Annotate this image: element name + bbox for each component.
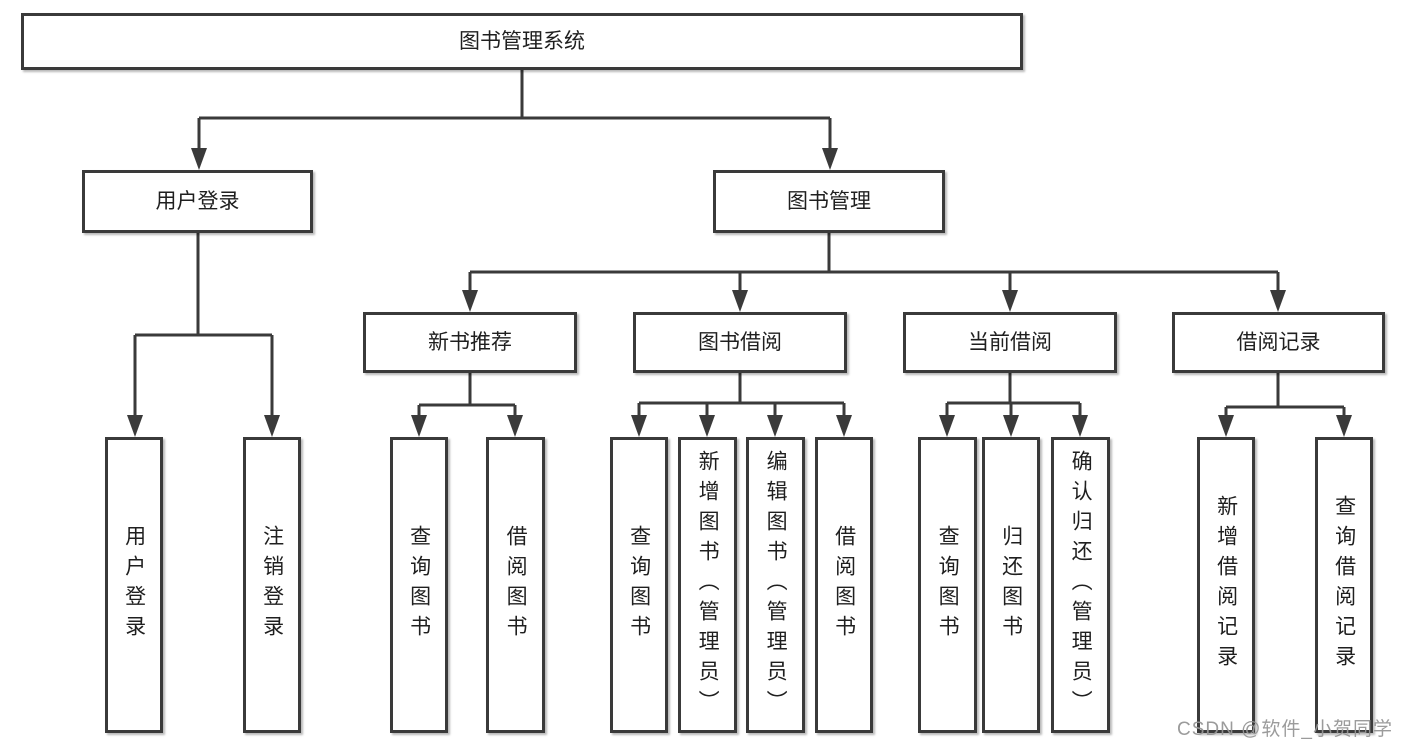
connector-current-borrow-children — [939, 373, 1088, 437]
node-borrowing-records: 借阅记录 — [1172, 312, 1385, 373]
connector-root-to-level1 — [191, 70, 838, 170]
node-label: 图书管理系统 — [459, 29, 585, 53]
node-label: 新书推荐 — [428, 330, 512, 354]
leaf-label: 编辑图书（管理员） — [764, 450, 788, 720]
leaf-records-query-record: 查询借阅记录 — [1315, 437, 1373, 733]
leaf-borrowing-borrow-books: 借阅图书 — [815, 437, 873, 733]
leaf-borrowing-add-books-admin: 新增图书（管理员） — [678, 437, 737, 733]
node-user-login: 用户登录 — [82, 170, 313, 233]
leaf-label: 查询图书 — [627, 525, 651, 645]
leaf-records-add-record: 新增借阅记录 — [1197, 437, 1255, 733]
leaf-recommend-query-books: 查询图书 — [390, 437, 448, 733]
leaf-logout: 注销登录 — [243, 437, 301, 733]
leaf-recommend-borrow-books: 借阅图书 — [486, 437, 545, 733]
node-label: 当前借阅 — [968, 330, 1052, 354]
leaf-label: 用户登录 — [122, 525, 146, 645]
node-label: 用户登录 — [155, 189, 240, 213]
csdn-watermark: CSDN @软件_小贺同学 — [1177, 719, 1393, 740]
leaf-label: 归还图书 — [999, 525, 1023, 645]
leaf-label: 新增借阅记录 — [1214, 495, 1238, 675]
leaf-borrowing-edit-books-admin: 编辑图书（管理员） — [746, 437, 805, 733]
connector-user-login-children — [127, 233, 280, 437]
leaf-borrowing-query-books: 查询图书 — [610, 437, 668, 733]
connector-book-mgmt-children — [462, 233, 1286, 312]
node-label: 图书管理 — [787, 189, 871, 213]
leaf-label: 查询借阅记录 — [1332, 495, 1356, 675]
leaf-label: 注销登录 — [260, 525, 284, 645]
leaf-label: 新增图书（管理员） — [696, 450, 720, 720]
leaf-label: 确认归还（管理员） — [1069, 450, 1093, 720]
node-current-borrowing: 当前借阅 — [903, 312, 1117, 373]
node-book-management: 图书管理 — [713, 170, 945, 233]
leaf-label: 查询图书 — [407, 525, 431, 645]
node-label: 图书借阅 — [698, 330, 782, 354]
leaf-label: 借阅图书 — [832, 525, 856, 645]
leaf-user-login: 用户登录 — [105, 437, 163, 733]
connector-new-book-rec-children — [411, 373, 523, 437]
leaf-label: 借阅图书 — [504, 525, 528, 645]
node-label: 借阅记录 — [1236, 330, 1321, 354]
connector-borrow-records-children — [1218, 373, 1352, 437]
leaf-current-return-books: 归还图书 — [982, 437, 1040, 733]
leaf-current-confirm-return-admin: 确认归还（管理员） — [1051, 437, 1110, 733]
connector-book-borrow-children — [631, 373, 852, 437]
node-book-borrowing: 图书借阅 — [633, 312, 847, 373]
node-root-system: 图书管理系统 — [21, 13, 1023, 70]
node-new-book-recommend: 新书推荐 — [363, 312, 577, 373]
leaf-label: 查询图书 — [936, 525, 960, 645]
leaf-current-query-books: 查询图书 — [918, 437, 977, 733]
